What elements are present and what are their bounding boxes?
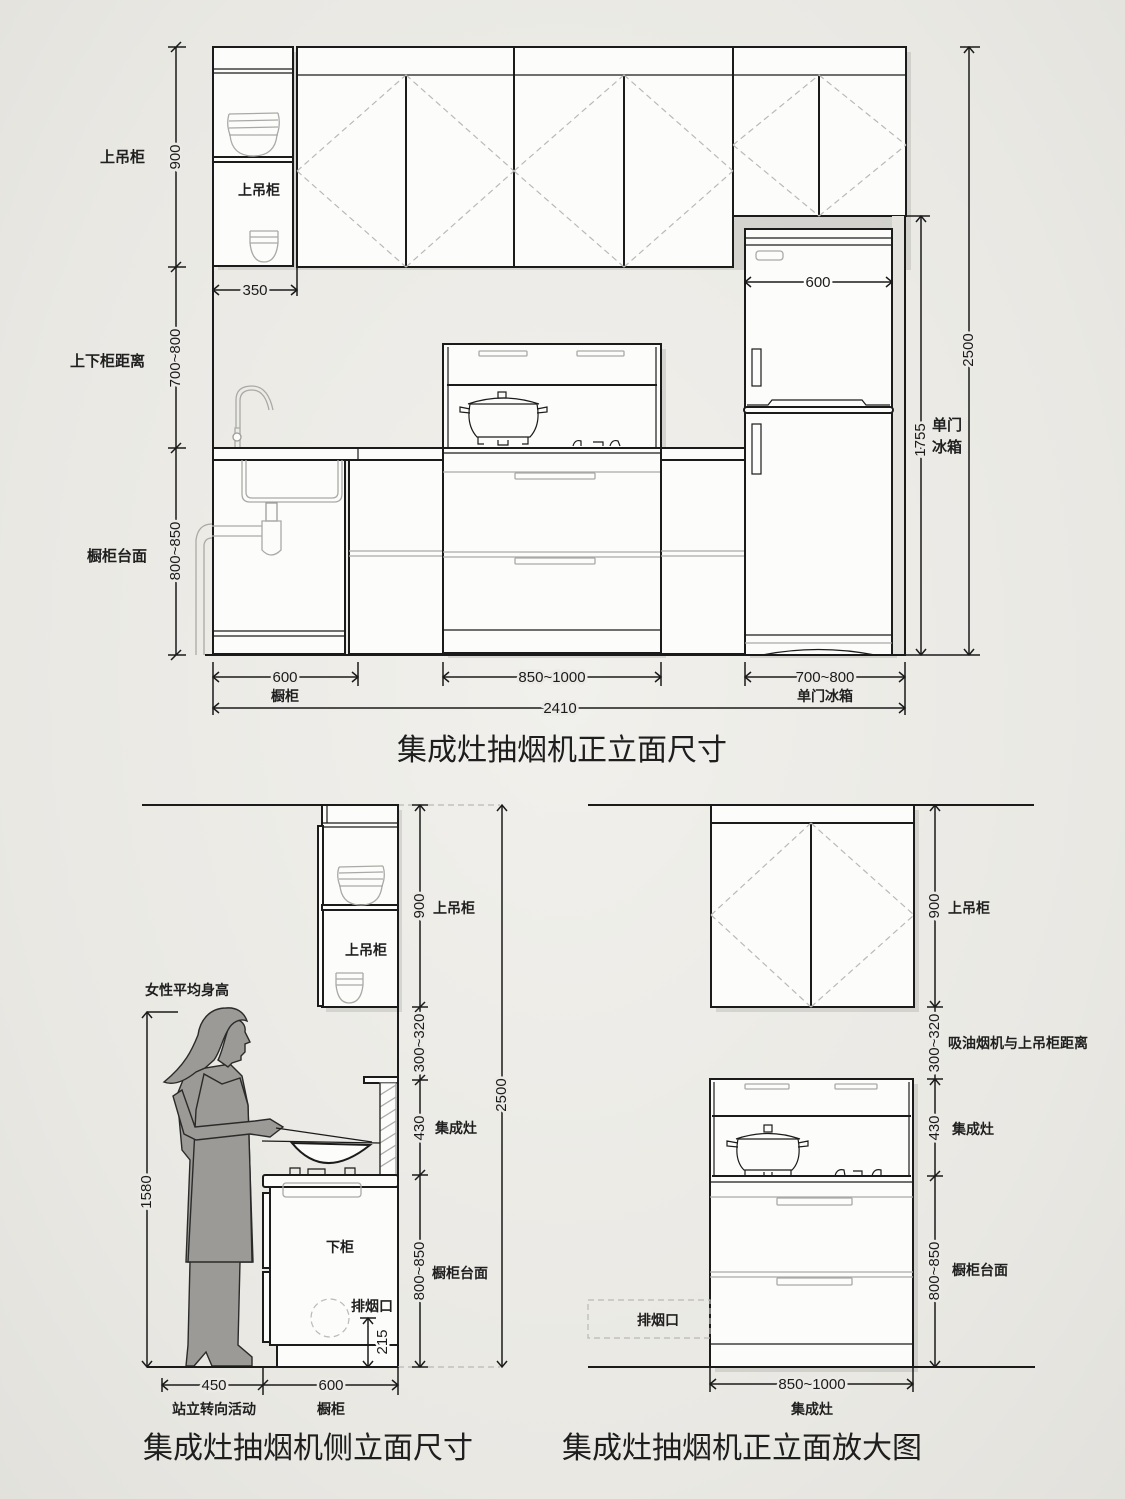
bowl-stack-icon xyxy=(337,865,385,906)
dim-total-height: 2500 xyxy=(960,333,977,366)
upper-wall-cabinets xyxy=(296,46,907,268)
side-label-stove: 集成灶 xyxy=(434,1120,477,1137)
side-dim-hood-gap: 300~320 xyxy=(411,1014,428,1073)
shelf-label: 上吊柜 xyxy=(238,182,280,199)
dim-total-width: 2410 xyxy=(543,700,576,717)
dim-stove-width: 850~1000 xyxy=(518,669,585,686)
enlarged-exhaust-label: 排烟口 xyxy=(637,1312,679,1329)
pot-icon xyxy=(726,1124,809,1177)
side-upper-cabinet: 上吊柜 xyxy=(317,804,399,1008)
dim-fridge-space: 700~800 xyxy=(796,669,855,686)
exhaust-port-outline xyxy=(310,1298,350,1338)
side-elevation-dimensions: 1580 女性平均身高 215 900 上吊柜 300~320 430 集成灶 … xyxy=(135,803,512,1418)
enl-dim-counter: 800~850 xyxy=(926,1242,943,1301)
label-side-cabinet: 橱柜 xyxy=(317,1401,345,1418)
dim-person-height: 1580 xyxy=(138,1175,155,1208)
side-elevation-drawing: 上吊柜 下柜 排烟口 xyxy=(142,804,500,1368)
wok-icon xyxy=(261,1127,381,1164)
exhaust-label: 排烟口 xyxy=(351,1298,393,1315)
label-cabinet-gap: 上下柜距离 xyxy=(70,352,145,370)
upper-open-shelf: 上吊柜 xyxy=(212,46,294,267)
drain-pipe-icon xyxy=(195,502,282,655)
side-upper-cabinet-label: 上吊柜 xyxy=(345,942,387,959)
dim-cabinet-gap: 700~800 xyxy=(167,329,184,388)
side-label-upper: 上吊柜 xyxy=(433,900,475,917)
fridge-logo xyxy=(755,250,784,261)
title-side-elevation: 集成灶抽烟机侧立面尺寸 xyxy=(143,1431,473,1466)
label-upper-cabinet: 上吊柜 xyxy=(100,148,145,166)
fridge-handle-lower xyxy=(751,423,762,475)
integrated-stove-unit xyxy=(442,343,662,654)
small-bowl-stack-icon xyxy=(335,972,364,1004)
side-dim-stove: 430 xyxy=(411,1115,428,1140)
label-counter: 橱柜台面 xyxy=(87,547,147,565)
faucet-icon xyxy=(232,385,274,448)
small-bowl-stack-icon xyxy=(249,230,279,263)
pot-icon xyxy=(459,391,548,446)
exhaust-port-box xyxy=(587,1299,711,1339)
sink-cabinet xyxy=(195,459,346,655)
side-label-counter: 橱柜台面 xyxy=(432,1265,488,1282)
dim-fridge-width: 600 xyxy=(805,274,830,291)
woman-figure-icon xyxy=(162,1007,285,1367)
dim-fridge-height: 1755 xyxy=(912,423,929,456)
lower-cabinet-label: 下柜 xyxy=(326,1239,354,1256)
person-height-label: 女性平均身高 xyxy=(145,982,229,999)
side-base-cabinet: 下柜 排烟口 xyxy=(262,1167,399,1368)
dim-side-cabinet-depth: 600 xyxy=(318,1377,343,1394)
enl-dim-upper: 900 xyxy=(926,893,943,918)
enl-dim-width: 850~1000 xyxy=(778,1376,845,1393)
hatched-wall-panel xyxy=(379,1082,397,1176)
enlarged-stove-unit xyxy=(709,1078,914,1368)
dim-sink-cabinet-width: 600 xyxy=(272,669,297,686)
bowl-stack-icon xyxy=(227,112,280,157)
dim-upper-cabinet-height: 900 xyxy=(167,144,184,169)
enlarged-upper-cabinet xyxy=(710,804,915,1008)
label-fridge-line1: 单门 xyxy=(932,416,962,434)
label-fridge-space: 单门冰箱 xyxy=(797,688,853,705)
label-sink-cabinet: 橱柜 xyxy=(271,688,299,705)
dim-counter-height: 800~850 xyxy=(167,522,184,581)
front-elevation-dimensions: 900 700~800 800~850 上吊柜 上下柜距离 橱柜台面 350 6… xyxy=(70,41,980,720)
enl-label-upper: 上吊柜 xyxy=(948,900,990,917)
enl-dim-hood-gap: 300~320 xyxy=(926,1014,943,1073)
label-fridge-line2: 冰箱 xyxy=(932,438,962,456)
title-front-elevation: 集成灶抽烟机正立面尺寸 xyxy=(397,733,727,768)
single-door-fridge xyxy=(743,216,906,656)
dim-shelf-width: 350 xyxy=(242,282,267,299)
dim-exhaust-height: 215 xyxy=(374,1329,391,1354)
dim-standing-space: 450 xyxy=(201,1377,226,1394)
side-dim-counter: 800~850 xyxy=(411,1242,428,1301)
side-dim-total-height: 2500 xyxy=(493,1078,510,1111)
enl-label-stove: 集成灶 xyxy=(951,1121,994,1138)
front-elevation-drawing: 上吊柜 xyxy=(195,46,911,658)
enl-dim-stove: 430 xyxy=(926,1115,943,1140)
label-standing-space: 站立转向活动 xyxy=(172,1401,256,1418)
fridge-handle-upper xyxy=(751,348,762,387)
enl-label-hood-gap: 吸油烟机与上吊柜距离 xyxy=(948,1035,1088,1052)
enl-width-label: 集成灶 xyxy=(790,1401,833,1418)
side-dim-upper: 900 xyxy=(411,893,428,918)
title-front-enlarged: 集成灶抽烟机正立面放大图 xyxy=(562,1431,922,1466)
enlarged-front-dimensions: 900 上吊柜 300~320 吸油烟机与上吊柜距离 430 集成灶 800~8… xyxy=(708,803,1088,1418)
enlarged-front-drawing: 排烟口 xyxy=(587,804,1035,1372)
enl-label-counter: 橱柜台面 xyxy=(952,1262,1008,1279)
